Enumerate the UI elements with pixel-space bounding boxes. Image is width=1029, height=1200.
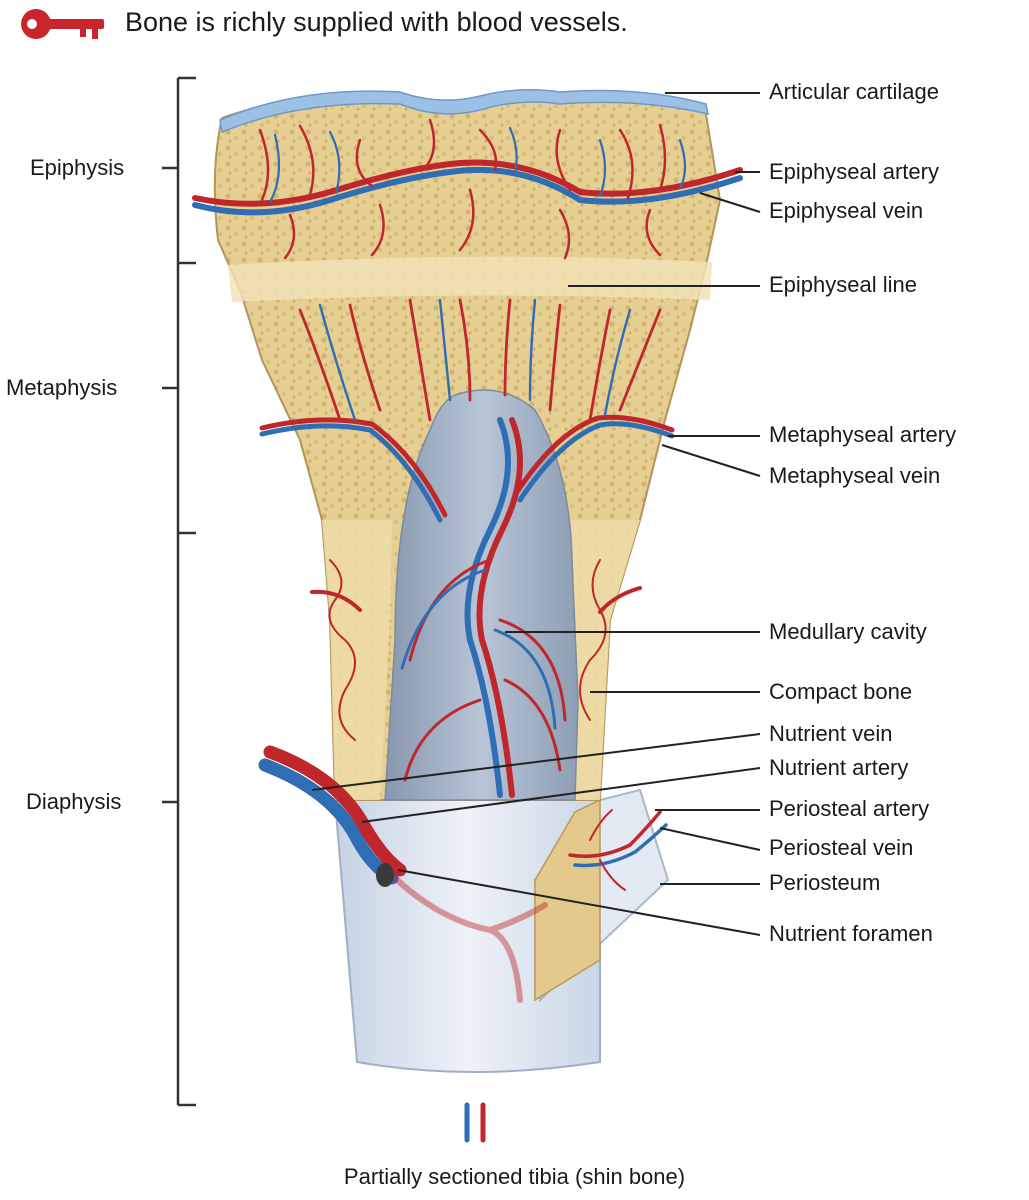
region-brackets	[162, 76, 196, 1107]
nutrient-vein-vessel	[258, 758, 399, 885]
leader-lines	[311, 92, 761, 936]
label-periosteum: Periosteum	[769, 870, 881, 895]
label-articular-cartilage: Articular cartilage	[769, 79, 939, 104]
label-epiphyseal-vein: Epiphyseal vein	[769, 198, 924, 223]
metaphyseal-artery-vessel	[259, 417, 448, 518]
figure-caption: Partially sectioned tibia (shin bone)	[343, 1164, 686, 1189]
nutrient-artery-vessel	[263, 745, 407, 877]
region-label-epiphysis: Epiphysis	[30, 155, 125, 180]
metaphyseal-vein-vessel	[259, 423, 443, 523]
periosteal-vein-vessel	[573, 823, 668, 868]
label-epiphyseal-line: Epiphyseal line	[769, 272, 917, 297]
key-icon	[21, 9, 104, 39]
label-periosteal-artery: Periosteal artery	[769, 796, 930, 821]
epiphyseal-line	[228, 256, 712, 302]
label-nutrient-foramen: Nutrient foramen	[769, 921, 933, 946]
label-medullary-cavity: Medullary cavity	[769, 619, 927, 644]
vessel-network	[192, 118, 743, 1143]
label-periosteal-vein: Periosteal vein	[769, 835, 914, 860]
epiphyseal-artery-vessel	[192, 159, 743, 207]
region-label-diaphysis: Diaphysis	[26, 789, 122, 814]
region-label-metaphysis: Metaphysis	[6, 375, 118, 400]
epiphyseal-vein-vessel	[192, 167, 743, 216]
label-metaphyseal-artery: Metaphyseal artery	[769, 422, 957, 447]
nutrient-foramen	[376, 863, 394, 887]
label-nutrient-artery: Nutrient artery	[769, 755, 909, 780]
label-epiphyseal-artery: Epiphyseal artery	[769, 159, 939, 184]
label-compact-bone: Compact bone	[769, 679, 913, 704]
label-metaphyseal-vein: Metaphyseal vein	[769, 463, 941, 488]
articular-cartilage	[219, 89, 709, 134]
header-text: Bone is richly supplied with blood vesse…	[125, 7, 628, 37]
periosteal-artery-vessel	[568, 810, 662, 858]
label-nutrient-vein: Nutrient vein	[769, 721, 893, 746]
figure-header: Bone is richly supplied with blood vesse…	[0, 0, 1029, 50]
